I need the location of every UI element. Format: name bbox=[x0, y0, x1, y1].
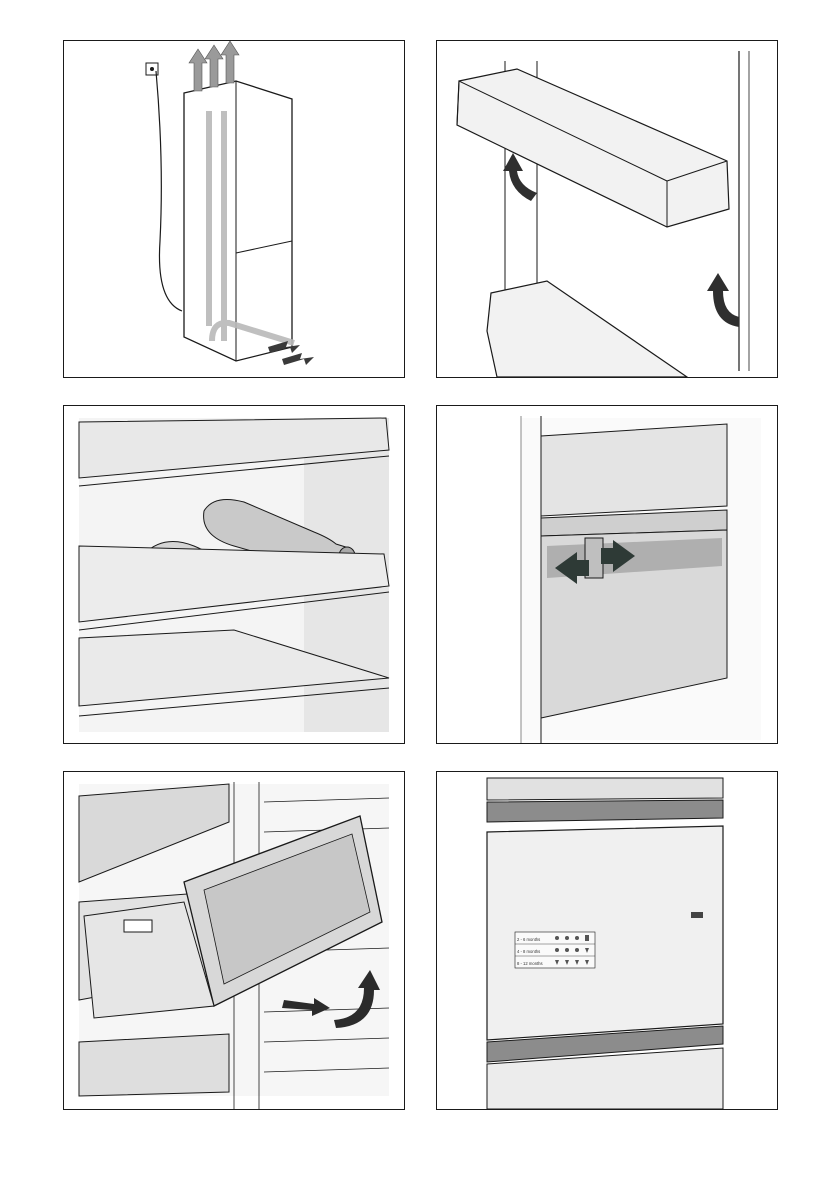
door-shelf-lower bbox=[487, 281, 687, 377]
door-shelf-upper bbox=[457, 69, 729, 227]
fridge-body bbox=[184, 81, 292, 361]
freezer-door-illustration: 2 - 6 months 4 - 8 months 8 - 12 months bbox=[437, 772, 777, 1109]
indicator-icon bbox=[691, 912, 703, 918]
storage-guide: 2 - 6 months 4 - 8 months 8 - 12 months bbox=[515, 932, 595, 968]
storage-row-label: 2 - 6 months bbox=[517, 937, 540, 942]
panel-drawer-removal bbox=[63, 771, 405, 1110]
handle-top bbox=[487, 800, 723, 822]
storage-row-label: 4 - 8 months bbox=[517, 949, 540, 954]
storage-row-label: 8 - 12 months bbox=[517, 961, 543, 966]
panel-freezer-door: 2 - 6 months 4 - 8 months 8 - 12 months bbox=[436, 771, 778, 1110]
power-cable bbox=[156, 71, 182, 311]
panel-ventilation bbox=[63, 40, 405, 378]
lift-arrow-icon-2 bbox=[707, 273, 739, 327]
door-shelf-illustration bbox=[437, 41, 777, 377]
panel-bottle-rack bbox=[63, 405, 405, 744]
drawer-removal-illustration bbox=[64, 772, 404, 1109]
panel-shelf-divider bbox=[436, 405, 778, 744]
glass-shelf bbox=[541, 424, 727, 516]
ventilation-illustration bbox=[64, 41, 404, 377]
divider-illustration bbox=[437, 406, 777, 743]
panel-door-shelf bbox=[436, 40, 778, 378]
bottle-rack-illustration bbox=[64, 406, 404, 743]
